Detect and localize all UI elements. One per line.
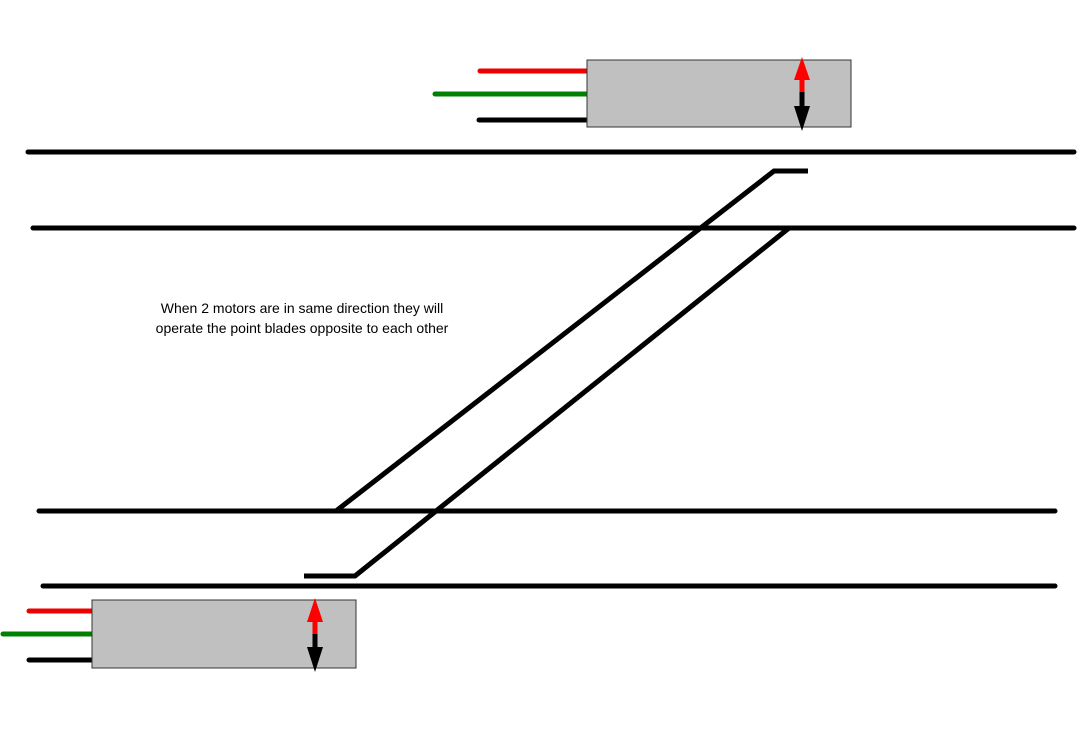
point-motor-bottom — [0, 598, 357, 672]
crossover-rail-left — [318, 168, 808, 514]
caption-line-1: When 2 motors are in same direction they… — [160, 300, 444, 316]
diagram-caption: When 2 motors are in same direction they… — [100, 298, 504, 338]
caption-line-2: operate the point blades opposite to eac… — [155, 320, 449, 336]
motor-body-top — [586, 59, 852, 128]
up-down-arrow-icon — [794, 57, 810, 131]
point-motor-top — [432, 57, 852, 131]
up-down-arrow-icon — [307, 598, 323, 672]
crossover-rail-right — [304, 226, 791, 579]
